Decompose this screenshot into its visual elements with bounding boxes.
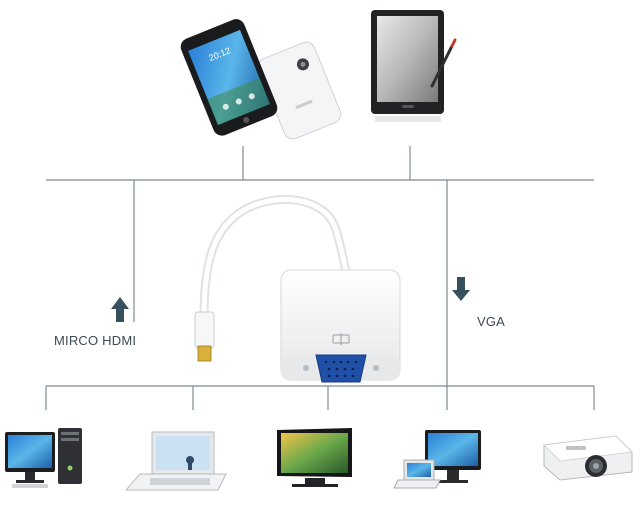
arrow-down-icon (452, 277, 470, 301)
micro-hdmi-label: MIRCO HDMI (54, 333, 137, 348)
projector-icon (543, 435, 633, 481)
laptop-icon (124, 431, 227, 491)
smartphone-icon: 20:12 (180, 19, 342, 140)
connector-lines (45, 146, 595, 410)
desktop-computer-icon (5, 428, 82, 488)
hdmi-to-vga-adapter-icon (194, 195, 401, 383)
tablet-icon (371, 10, 457, 122)
flat-tv-icon (277, 428, 352, 487)
arrow-up-icon (111, 297, 129, 322)
monitor-icon (393, 430, 481, 489)
vga-label: VGA (477, 314, 506, 329)
